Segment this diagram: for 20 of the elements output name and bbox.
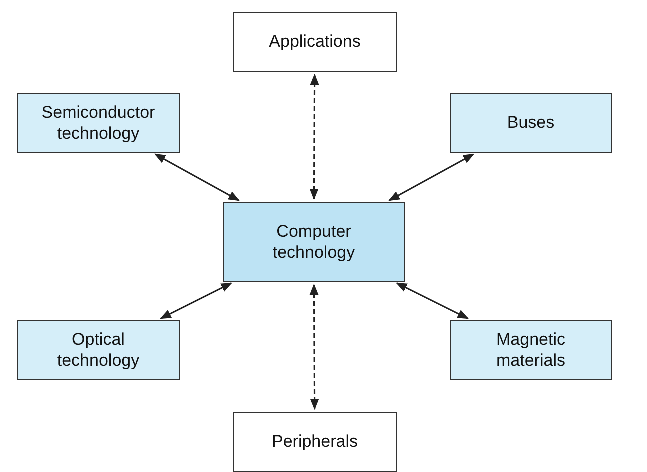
box — [233, 12, 397, 72]
arrow — [160, 282, 232, 320]
arrow — [388, 154, 475, 202]
technology-box — [450, 320, 612, 380]
arrow — [154, 154, 240, 202]
node-label: Applications — [268, 31, 362, 53]
node-label: Peripherals — [271, 431, 359, 453]
dashed-arrow — [310, 284, 320, 410]
node-label: Computer technology — [272, 220, 356, 264]
technology-box — [17, 93, 180, 153]
box — [233, 412, 397, 472]
technology-box — [450, 93, 612, 153]
node-label: Buses — [506, 112, 556, 134]
central-box — [223, 202, 405, 282]
node-label: Magnetic materials — [496, 328, 566, 372]
node-label: Optical technology — [56, 328, 141, 372]
technology-box — [17, 320, 180, 380]
arrow — [396, 282, 470, 320]
node-label: Semiconductor technology — [40, 102, 156, 144]
dashed-arrow — [310, 74, 320, 200]
